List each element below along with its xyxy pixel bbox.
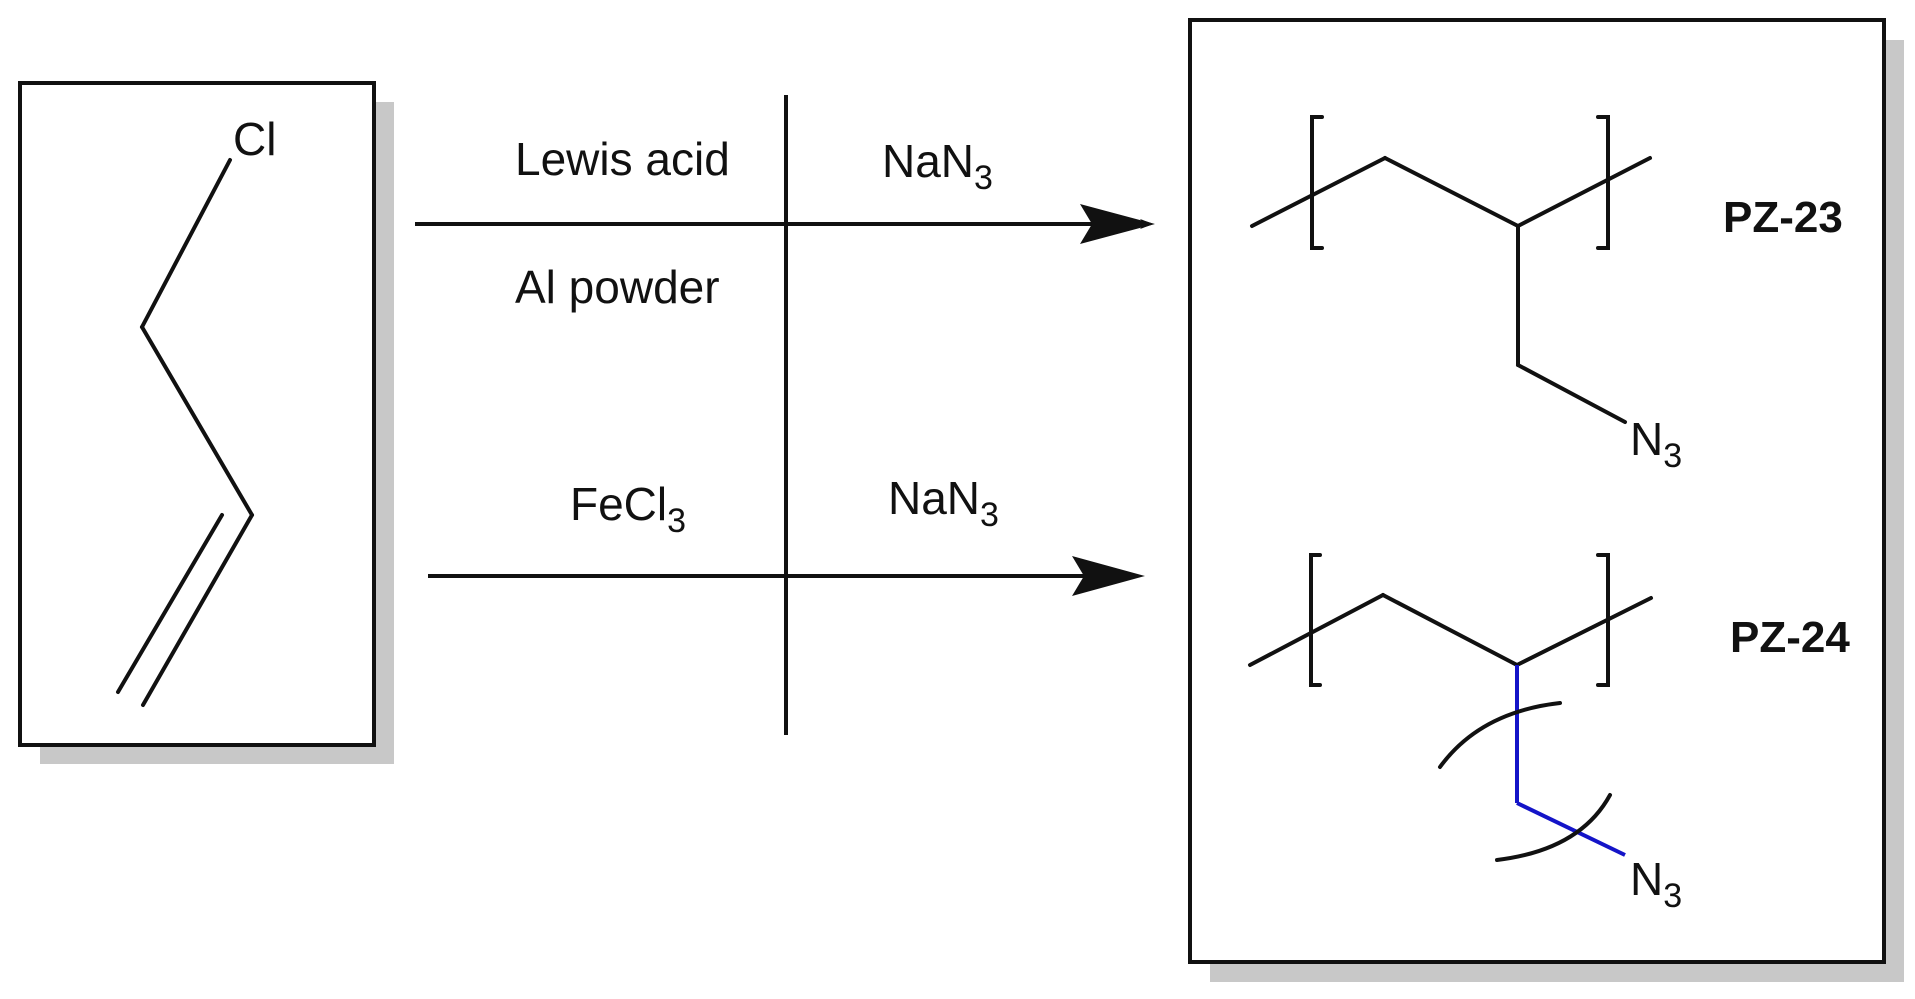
top-arrowhead bbox=[1080, 204, 1155, 244]
reactant-box-frame bbox=[18, 81, 376, 747]
c-c-double-bond-outer bbox=[141, 513, 254, 707]
pz24-left-bracket bbox=[1309, 553, 1322, 687]
pz23-left-bracket bbox=[1310, 115, 1324, 250]
pz24-backbone-left bbox=[1248, 593, 1385, 667]
pz23-side-chain-2 bbox=[1516, 363, 1627, 424]
product-pz23-structure: N3 PZ-23 bbox=[1250, 115, 1843, 475]
c-cl-bond bbox=[140, 158, 232, 329]
pz24-cleavage-arc-2 bbox=[1495, 793, 1612, 862]
pz24-backbone-mid bbox=[1381, 593, 1519, 667]
c-c-double-bond-inner bbox=[116, 513, 224, 694]
pz23-backbone-mid bbox=[1383, 156, 1520, 228]
product-pz24-structure: N3 PZ-24 bbox=[1248, 553, 1850, 915]
product-box-frame bbox=[1188, 18, 1886, 964]
pz24-side-chain-2 bbox=[1516, 801, 1626, 857]
pz24-compound-label: PZ-24 bbox=[1730, 613, 1850, 662]
bottom-route: FeCl3 NaN3 bbox=[428, 472, 1145, 596]
pz23-compound-label: PZ-23 bbox=[1723, 193, 1843, 242]
product-box: N3 PZ-23 N3 PZ-24 bbox=[1188, 18, 1904, 982]
pz23-azide-label: N3 bbox=[1630, 413, 1682, 475]
c-c-single-bond bbox=[140, 325, 254, 517]
pz24-azide-label: N3 bbox=[1630, 853, 1682, 915]
top-route: Lewis acid Al powder NaN3 bbox=[415, 133, 1155, 313]
bottom-step2-reagent: NaN3 bbox=[888, 472, 999, 534]
chlorine-label: Cl bbox=[233, 113, 276, 165]
reactant-box: Cl bbox=[18, 81, 394, 764]
top-step1-reagent-1: Lewis acid bbox=[515, 133, 730, 185]
pz24-right-bracket bbox=[1596, 553, 1610, 687]
pz23-right-bracket bbox=[1596, 115, 1610, 250]
top-step2-reagent: NaN3 bbox=[882, 135, 993, 197]
top-step1-reagent-2: Al powder bbox=[515, 261, 720, 313]
pz24-backbone-right bbox=[1515, 596, 1653, 667]
allyl-chloride-structure: Cl bbox=[116, 113, 276, 707]
bottom-arrowhead bbox=[1072, 556, 1145, 596]
bottom-step1-reagent: FeCl3 bbox=[570, 478, 686, 540]
pz23-backbone-left bbox=[1250, 156, 1387, 228]
pz24-cleavage-arc-1 bbox=[1438, 701, 1562, 769]
pz23-backbone-right bbox=[1516, 156, 1652, 228]
